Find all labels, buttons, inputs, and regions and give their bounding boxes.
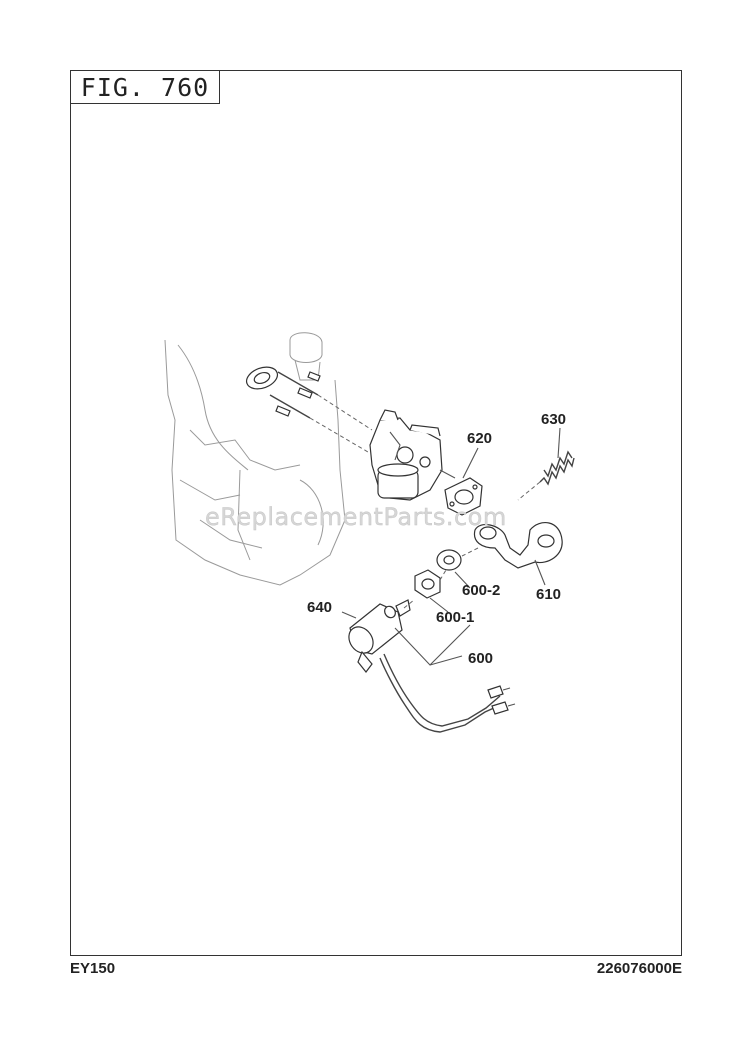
callout-640: 640 <box>307 599 332 616</box>
spring-630-drawing <box>517 427 575 501</box>
carburetor-drawing <box>369 409 456 501</box>
assembly-600-leader <box>394 624 471 666</box>
callout-620: 620 <box>467 430 492 447</box>
callout-600-2: 600-2 <box>462 582 500 599</box>
gasket-620-drawing <box>444 447 483 516</box>
model-number: EY150 <box>70 960 116 977</box>
watermark-text: eReplacementParts.com <box>205 503 507 531</box>
figure-title: FIG. 760 <box>80 73 210 102</box>
sleeve-600-1-drawing <box>414 569 449 613</box>
manifold-studs-drawing <box>245 366 373 453</box>
diagram-frame <box>70 70 682 956</box>
bracket-610-drawing <box>473 522 563 586</box>
solenoid-assembly-drawing <box>341 599 516 733</box>
callout-600: 600 <box>468 650 493 667</box>
callout-630: 630 <box>541 411 566 428</box>
callout-610: 610 <box>536 586 561 603</box>
engine-block-drawing <box>164 332 346 586</box>
document-number: 226076000E <box>596 960 682 977</box>
washer-600-2-drawing <box>436 547 479 589</box>
figure-title-box: FIG. 760 <box>70 70 220 104</box>
callout-600-1: 600-1 <box>436 609 474 626</box>
